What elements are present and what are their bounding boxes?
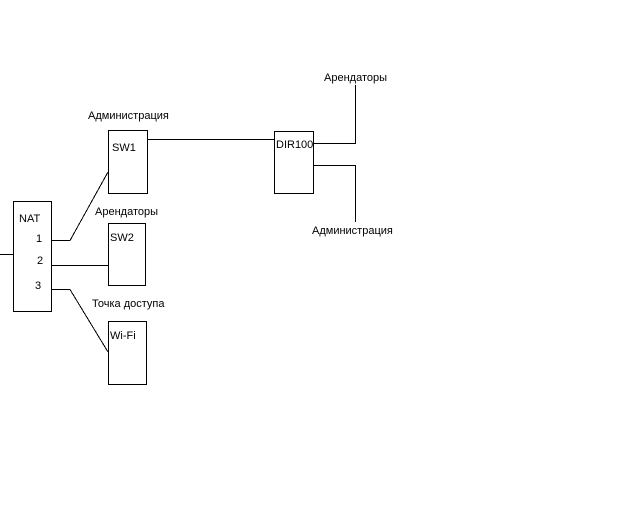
dir100-label: DIR100 <box>276 139 314 151</box>
router-dir100: DIR100 <box>274 131 314 194</box>
nat-port-3: 3 <box>35 280 42 292</box>
wifi-caption: Точка доступа <box>92 298 165 310</box>
sw1-label: SW1 <box>112 142 136 154</box>
link-dir100-tenants <box>313 85 356 144</box>
switch-sw2: SW2 <box>108 223 146 286</box>
switch-sw1: SW1 <box>108 130 148 194</box>
link-dir100-admin <box>313 165 356 222</box>
dir100-top-caption: Арендаторы <box>324 72 387 84</box>
sw1-caption: Администрация <box>88 110 169 122</box>
dir100-bottom-caption: Администрация <box>312 225 393 237</box>
wifi-label: Wi-Fi <box>110 330 136 342</box>
nat-label: NAT <box>19 213 41 225</box>
link-nat1-sw1 <box>51 171 109 241</box>
access-point-wifi: Wi-Fi <box>108 321 147 385</box>
nat-router: NAT 1 2 3 <box>13 201 52 312</box>
nat-port-2: 2 <box>37 255 44 267</box>
sw2-caption: Арендаторы <box>95 206 158 218</box>
nat-port-1: 1 <box>36 233 43 245</box>
sw2-label: SW2 <box>110 232 134 244</box>
link-nat3-wifi <box>51 289 109 353</box>
